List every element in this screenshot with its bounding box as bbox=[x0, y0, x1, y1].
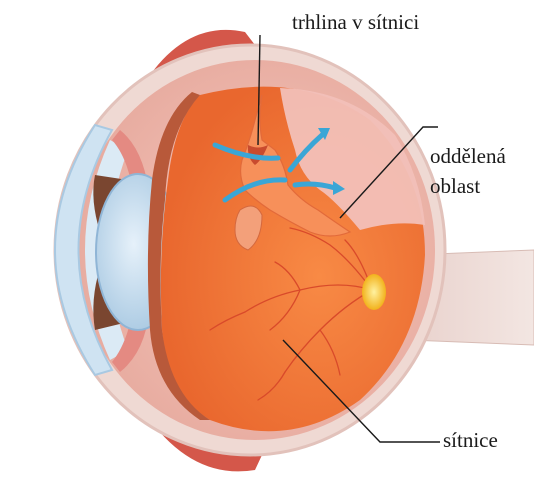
retinal-tear-label: trhlina v sítnici bbox=[292, 10, 419, 34]
detached-area-label-line1: oddělená bbox=[430, 144, 506, 168]
retina-label: sítnice bbox=[443, 428, 498, 452]
detached-area-label-line2: oblast bbox=[430, 174, 480, 198]
optic-disc bbox=[362, 274, 386, 310]
